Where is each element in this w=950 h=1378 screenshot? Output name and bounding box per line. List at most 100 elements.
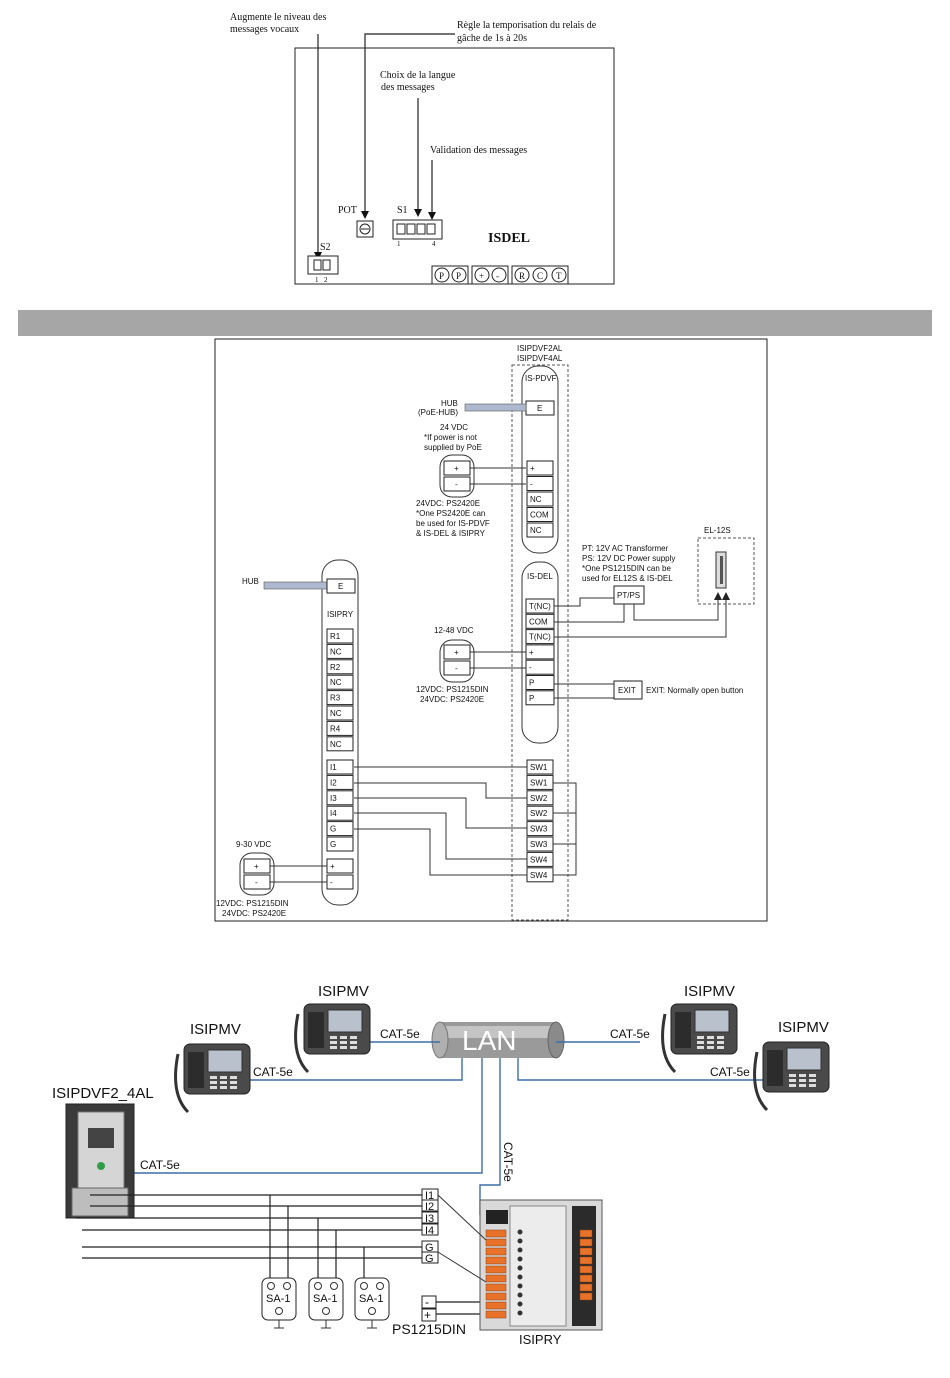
exit-note: EXIT: Normally open button xyxy=(646,686,743,695)
monitor-label-4: ISIPMV xyxy=(778,1019,829,1036)
net-input-box xyxy=(421,1223,439,1236)
lan-highlight xyxy=(440,1026,556,1038)
isdel-terminal-circle xyxy=(451,267,467,283)
isipry-input-cell xyxy=(326,805,354,821)
isdel-terminal-label: C xyxy=(537,271,543,281)
label-language-2: des messages xyxy=(381,82,435,93)
pdvf-terminal-label: NC xyxy=(530,495,542,504)
cable-door-station xyxy=(120,1058,483,1174)
monitor-key xyxy=(330,1041,337,1044)
isipry-input-label: I2 xyxy=(330,778,337,787)
isipry-power-label: - xyxy=(330,878,333,887)
monitor-screen xyxy=(327,1009,363,1033)
isipry-relay-label: NC xyxy=(330,709,342,718)
cable-label-monitor4: CAT-5e xyxy=(710,1065,750,1079)
monitor-key xyxy=(717,1036,724,1039)
wire-tnc-to-ptps xyxy=(554,597,614,607)
monitor-screen xyxy=(786,1047,822,1071)
cable-label-monitor1: CAT-5e xyxy=(253,1065,293,1079)
relay-module-face xyxy=(509,1205,567,1327)
sw-terminal-label: SW3 xyxy=(530,840,548,849)
monitor-key xyxy=(697,1046,704,1049)
sw-terminal-label: SW3 xyxy=(530,825,548,834)
isipry-input-cell xyxy=(326,759,354,775)
relay-led xyxy=(517,1238,523,1244)
monitor-key xyxy=(717,1041,724,1044)
isipry-relay-cell xyxy=(326,674,354,690)
isipry-input-cell xyxy=(326,836,354,852)
s1-pin-last: 4 xyxy=(432,240,436,248)
is-del-terminal-label: T(NC) xyxy=(529,633,551,642)
sa-1-terminal xyxy=(376,1282,384,1290)
cable-monitor4 xyxy=(517,1058,770,1081)
monitor-key xyxy=(707,1036,714,1039)
relay-terminal-right xyxy=(579,1256,593,1265)
isipry-input-cell xyxy=(326,821,354,837)
door-station-camera xyxy=(88,1128,114,1148)
s1-switch-4 xyxy=(426,223,436,235)
pdvf-terminal-label: COM xyxy=(530,511,549,520)
power930-note-1: 12VDC: PS1215DIN xyxy=(216,899,289,908)
s1-switch-2 xyxy=(406,223,416,235)
door-station-label: ISIPDVF2_4AL xyxy=(52,1085,154,1102)
monitor-screen xyxy=(694,1009,730,1033)
is-del-terminal-cell xyxy=(525,613,555,629)
s2-pin-1-block xyxy=(313,259,322,271)
isipry-relay-cell xyxy=(326,720,354,736)
pt-note-4: used for EL12S & IS-DEL xyxy=(582,574,673,583)
power1248-plus-label: + xyxy=(454,648,459,657)
isdel-terminal-circle xyxy=(474,267,490,283)
power24-title-1: 24 VDC xyxy=(440,423,468,432)
monitor-key xyxy=(717,1046,724,1049)
pdvf-terminal-cell xyxy=(526,507,554,522)
is-del-terminal-label: T(NC) xyxy=(529,602,551,611)
sa-1-label: SA-1 xyxy=(313,1293,337,1305)
isipry-relay-label: R1 xyxy=(330,632,341,641)
label-validation: Validation des messages xyxy=(430,145,527,156)
s2-label: S2 xyxy=(320,242,331,253)
monitor-handset-cord xyxy=(753,1051,769,1112)
wiring-section: ISIPDVF2AL ISIPDVF4AL IS-PDVF E HUB (PoE… xyxy=(214,338,768,922)
monitor-label-2: ISIPMV xyxy=(318,983,369,1000)
power930-supply xyxy=(239,852,275,896)
hub-top-sub: (PoE-HUB) xyxy=(418,408,458,417)
net-input-label: G xyxy=(425,1242,434,1254)
isipry-input-label: G xyxy=(330,825,336,834)
wire-term-link-2 xyxy=(437,1251,487,1283)
is-del-terminal-cell xyxy=(525,659,555,675)
monitor-handset xyxy=(675,1012,691,1048)
relay-terminal-left xyxy=(485,1247,507,1256)
relay-led xyxy=(517,1274,523,1280)
relay-led xyxy=(517,1310,523,1316)
relay-terminal-right xyxy=(579,1229,593,1238)
cable-label-door: CAT-5e xyxy=(140,1158,180,1172)
s1-label: S1 xyxy=(397,205,408,216)
isipry-input-cell xyxy=(326,774,354,790)
exit-label: EXIT xyxy=(618,686,636,695)
exit-box xyxy=(613,680,643,700)
arrow-relay-timer-head xyxy=(361,211,369,219)
monitor-key xyxy=(350,1036,357,1039)
pdvf-terminal-label: - xyxy=(530,480,533,489)
monitor-key xyxy=(799,1084,806,1087)
pdvf-terminal-cell xyxy=(526,522,554,538)
isipry-relay-label: NC xyxy=(330,678,342,687)
pt-ps-label: PT/PS xyxy=(617,591,640,600)
net-input-label: I4 xyxy=(425,1225,434,1237)
power24-supply xyxy=(439,454,475,498)
wire-i4-sw4 xyxy=(354,812,527,860)
isdel-terminal-label: P xyxy=(439,271,444,281)
relay-led xyxy=(517,1301,523,1307)
isipry-label: ISIPRY xyxy=(327,610,354,619)
el-12s-bolt xyxy=(720,556,723,584)
sa-1-terminal xyxy=(330,1282,338,1290)
monitor-key xyxy=(350,1046,357,1049)
isipry-input-label: I3 xyxy=(330,794,337,803)
monitor-key xyxy=(220,1086,227,1089)
monitor-key xyxy=(340,1036,347,1039)
power930-plus-label: + xyxy=(254,862,259,871)
